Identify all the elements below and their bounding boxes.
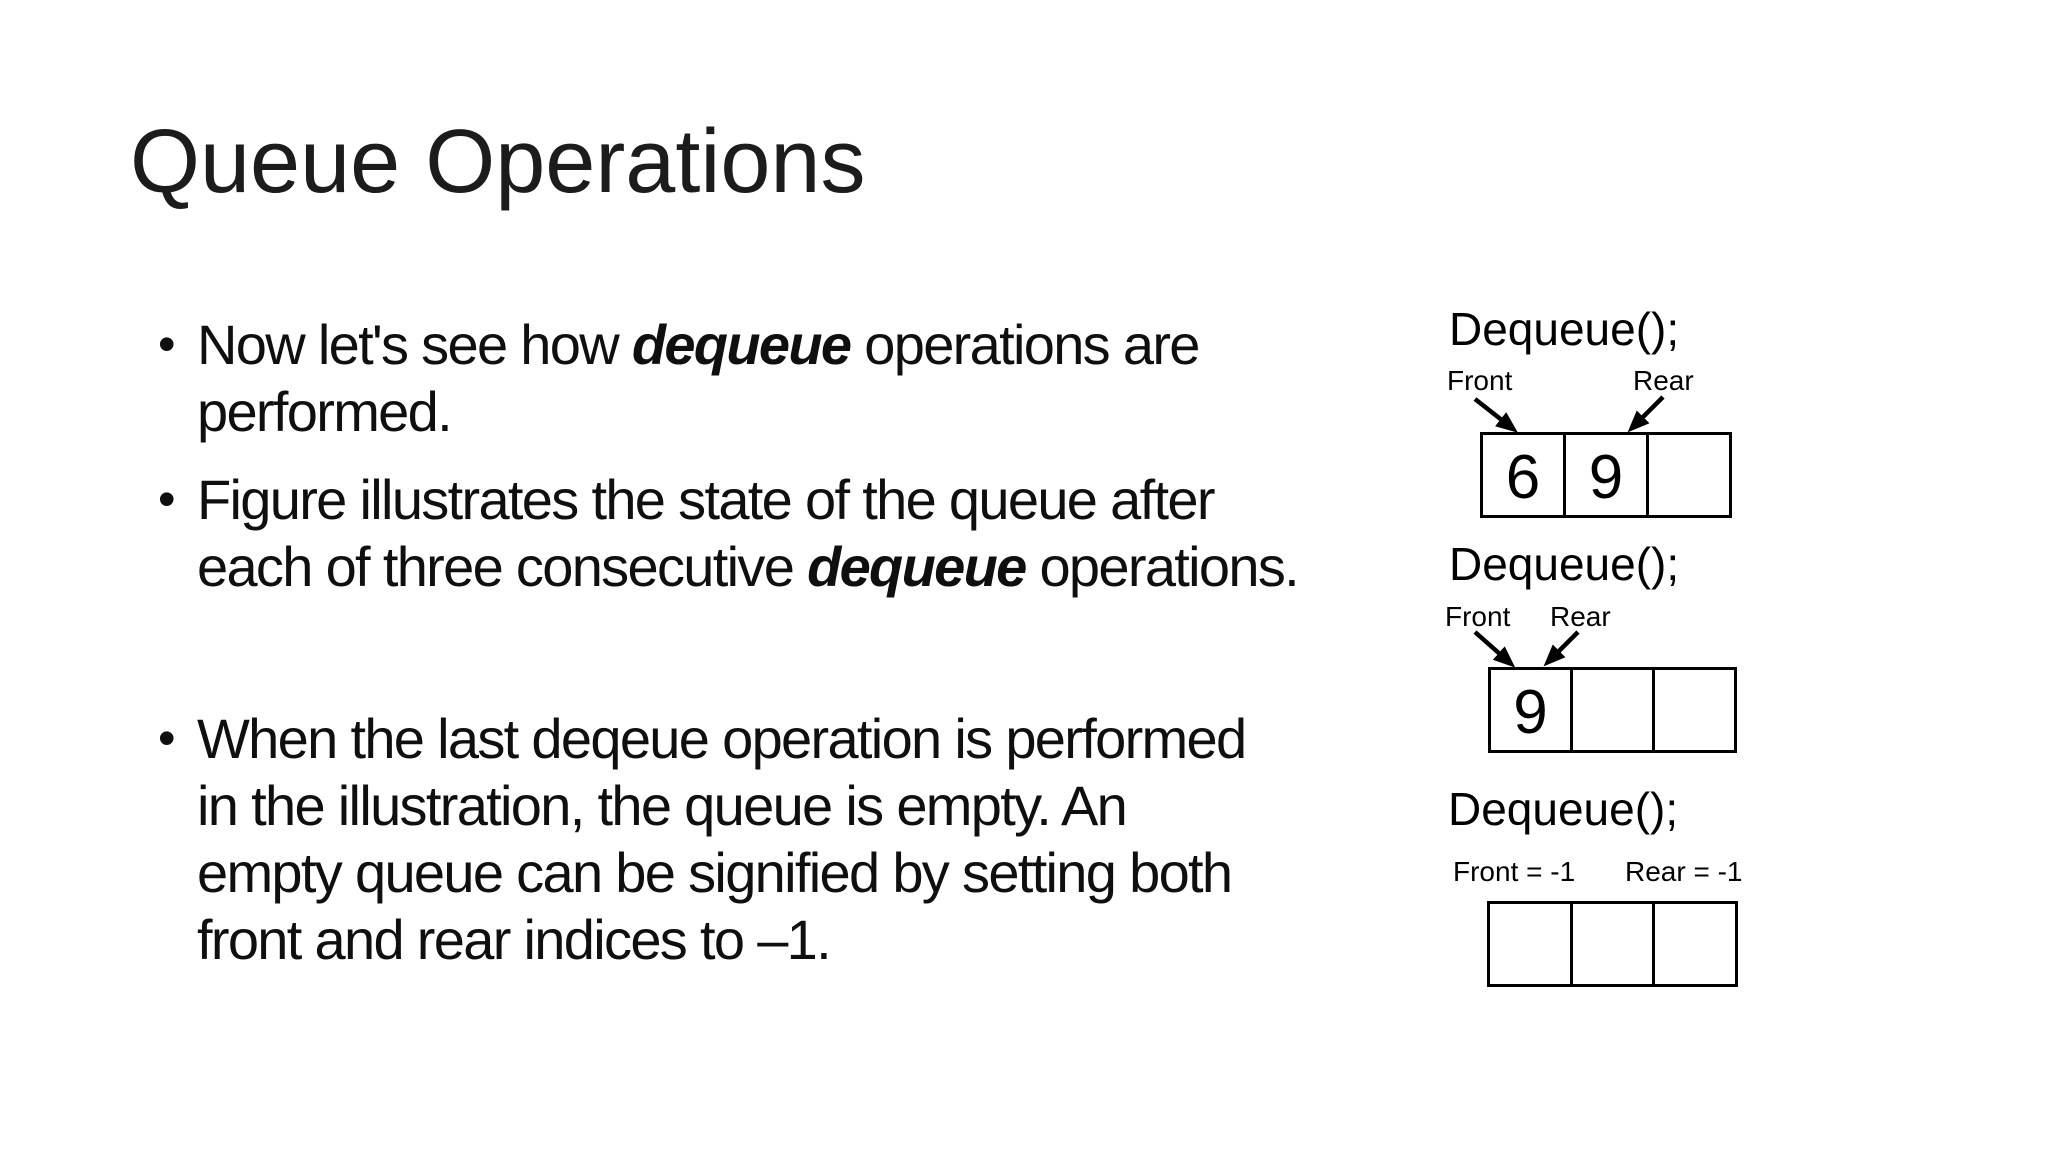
bullet-marker: • xyxy=(158,710,176,766)
bullet-text: Now let's see how dequeue operations are… xyxy=(197,311,1200,445)
text-segment: Now let's see how xyxy=(197,313,632,376)
text-segment: operations. xyxy=(1025,535,1299,598)
rear-arrow-icon xyxy=(1627,395,1665,433)
queue-cell xyxy=(1655,904,1735,984)
text-segment: front and rear indices to –1. xyxy=(197,908,832,971)
bullet-item: • Now let's see how dequeue operations a… xyxy=(158,311,1428,445)
bullet-text: Figure illustrates the state of the queu… xyxy=(197,466,1300,600)
queue-array: 6 9 xyxy=(1480,432,1732,518)
queue-cell: 9 xyxy=(1566,435,1649,515)
dequeue-diagram-1: Dequeue(); Front Rear 6 9 xyxy=(1445,302,1755,522)
front-pointer-label: Front xyxy=(1445,601,1511,632)
text-segment: in the illustration, the queue is empty.… xyxy=(197,774,1128,837)
bullet-line: When the last deqeue operation is perfor… xyxy=(197,705,1247,772)
front-arrow-icon xyxy=(1473,397,1518,433)
queue-cell xyxy=(1573,670,1655,750)
bullet-item: • When the last deqeue operation is perf… xyxy=(158,705,1428,973)
rear-arrow-icon xyxy=(1543,630,1580,667)
dequeue-call-label: Dequeue(); xyxy=(1448,783,1679,835)
rear-pointer-label: Rear xyxy=(1633,365,1694,396)
bullet-text: When the last deqeue operation is perfor… xyxy=(197,705,1247,973)
bullet-line: Figure illustrates the state of the queu… xyxy=(197,466,1298,533)
rear-index-label: Rear = -1 xyxy=(1625,856,1743,887)
bullet-line: empty queue can be signified by setting … xyxy=(197,839,1245,906)
queue-cell: 9 xyxy=(1491,670,1573,750)
bullet-item: • Figure illustrates the state of the qu… xyxy=(158,466,1428,600)
text-segment-emphasis: dequeue xyxy=(807,535,1027,598)
dequeue-diagram-3: Dequeue(); Front = -1 Rear = -1 xyxy=(1445,782,1755,992)
queue-cell xyxy=(1573,904,1656,984)
queue-array xyxy=(1487,901,1738,987)
dequeue-call-label: Dequeue(); xyxy=(1449,538,1680,590)
queue-cell xyxy=(1649,435,1729,515)
dequeue-diagram-2: Dequeue(); Front Rear 9 xyxy=(1445,537,1755,755)
bullet-line: each of three consecutive dequeue operat… xyxy=(197,533,1300,600)
rear-pointer-label: Rear xyxy=(1550,601,1611,632)
text-segment: empty queue can be signified by setting … xyxy=(197,841,1233,904)
bullet-line: in the illustration, the queue is empty.… xyxy=(197,772,1245,839)
front-pointer-label: Front xyxy=(1447,365,1513,396)
queue-cell xyxy=(1490,904,1573,984)
text-segment-emphasis: dequeue xyxy=(631,313,852,376)
dequeue-call-label: Dequeue(); xyxy=(1449,303,1680,355)
queue-array: 9 xyxy=(1488,667,1737,753)
text-segment: each of three consecutive xyxy=(197,535,808,598)
text-segment: When the last deqeue operation is perfor… xyxy=(197,707,1247,770)
front-arrow-icon xyxy=(1473,630,1516,668)
queue-cell: 6 xyxy=(1483,435,1566,515)
text-segment: Figure illustrates the state of the queu… xyxy=(197,468,1215,531)
bullet-marker: • xyxy=(158,316,176,372)
queue-cell xyxy=(1655,670,1734,750)
bullet-line: front and rear indices to –1. xyxy=(197,906,1245,973)
text-segment: operations are xyxy=(850,313,1200,376)
bullet-line: Now let's see how dequeue operations are xyxy=(197,311,1200,378)
front-index-label: Front = -1 xyxy=(1453,856,1576,887)
bullet-marker: • xyxy=(158,471,176,527)
bullet-list: • Now let's see how dequeue operations a… xyxy=(158,311,1428,973)
text-segment: performed. xyxy=(197,380,453,443)
bullet-line: performed. xyxy=(197,378,1199,445)
slide-title: Queue Operations xyxy=(130,112,866,212)
